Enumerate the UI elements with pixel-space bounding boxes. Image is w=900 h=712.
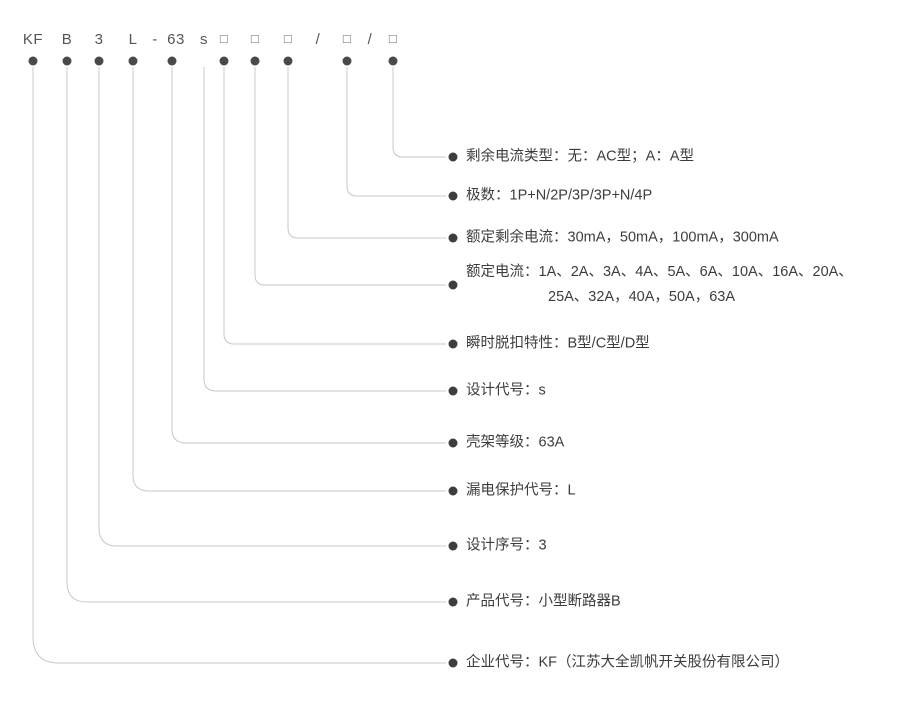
callout-label-line1: 漏电保护代号：L (466, 482, 576, 499)
callout-dot-design-code (448, 386, 458, 396)
callout-label-enterprise-code: 企业代号：KF（江苏大全凯帆开关股份有限公司） (466, 651, 789, 676)
code-char-4: - (152, 31, 158, 48)
code-node-dot-11 (342, 56, 352, 66)
callout-label-line1: 产品代号：小型断路器B (466, 593, 621, 610)
callout-label-residual-current-type: 剩余电流类型：无：AC型；A：A型 (466, 145, 694, 170)
connector-frame-rating (171, 67, 446, 444)
connector-residual-current-type (392, 67, 446, 158)
code-node-dot-5 (167, 56, 177, 66)
code-char-13: □ (388, 31, 398, 46)
code-node-dot-8 (250, 56, 260, 66)
code-node-dot-3 (128, 56, 138, 66)
callout-dot-frame-rating (448, 438, 458, 448)
callout-dot-rated-current (448, 280, 458, 290)
callout-label-line1: 剩余电流类型：无：AC型；A：A型 (466, 148, 694, 165)
connector-rated-residual-current (287, 67, 446, 239)
callout-label-design-serial-number: 设计序号：3 (466, 534, 547, 559)
connector-earth-leakage-protection-code (132, 67, 446, 492)
callout-label-line1: 设计代号：s (466, 382, 546, 399)
callout-dot-rated-residual-current (448, 233, 458, 243)
callout-dot-design-serial-number (448, 541, 458, 551)
callout-label-frame-rating: 壳架等级：63A (466, 431, 564, 456)
callout-dot-residual-current-type (448, 152, 458, 162)
callout-label-line1: 设计序号：3 (466, 537, 547, 554)
connector-design-code (203, 67, 446, 392)
callout-dot-instantaneous-trip-characteristic (448, 339, 458, 349)
code-char-10: / (315, 31, 321, 48)
connector-rated-current (254, 67, 446, 286)
code-node-dot-9 (283, 56, 293, 66)
connector-product-code (66, 67, 446, 603)
code-node-dot-7 (219, 56, 229, 66)
model-code-row: KF B 3 L-63 s □ □ □ / □ / □ (0, 0, 900, 80)
callout-dot-enterprise-code (448, 658, 458, 668)
callout-label-instantaneous-trip-characteristic: 瞬时脱扣特性：B型/C型/D型 (466, 332, 650, 357)
callout-label-line2: 25A、32A，40A，50A，63A (548, 289, 735, 305)
connector-design-serial-number (98, 67, 446, 547)
callout-label-product-code: 产品代号：小型断路器B (466, 590, 621, 615)
connector-instantaneous-trip-characteristic (223, 67, 446, 345)
code-char-6: s (200, 31, 208, 48)
callout-label-design-code: 设计代号：s (466, 379, 546, 404)
code-node-dot-13 (388, 56, 398, 66)
callout-label-line1: 极数：1P+N/2P/3P/3P+N/4P (466, 187, 653, 204)
callout-dot-product-code (448, 597, 458, 607)
code-node-dot-0 (28, 56, 38, 66)
code-char-9: □ (283, 31, 293, 46)
callout-dot-pole-number (448, 191, 458, 201)
callout-label-pole-number: 极数：1P+N/2P/3P/3P+N/4P (466, 184, 652, 209)
code-char-11: □ (342, 31, 352, 46)
code-char-8: □ (250, 31, 260, 46)
callout-label-rated-residual-current: 额定剩余电流：30mA，50mA，100mA，300mA (466, 226, 779, 251)
code-node-dot-1 (62, 56, 72, 66)
connector-pole-number (346, 67, 446, 197)
callout-label-line1: 额定电流：1A、2A、3A、4A、5A、6A、10A、16A、20A、 (466, 264, 853, 280)
callout-label-rated-current: 额定电流：1A、2A、3A、4A、5A、6A、10A、16A、20A、 25A、3… (466, 260, 853, 310)
code-char-0: KF (22, 31, 44, 48)
callout-label-line1: 额定剩余电流：30mA，50mA，100mA，300mA (466, 229, 779, 246)
callout-label-line1: 企业代号：KF（江苏大全凯帆开关股份有限公司） (466, 654, 790, 671)
code-char-5: 63 (167, 31, 185, 48)
code-char-2: 3 (94, 31, 104, 48)
code-char-1: B (61, 31, 73, 48)
callout-label-line1: 瞬时脱扣特性：B型/C型/D型 (466, 335, 650, 352)
callout-dot-earth-leakage-protection-code (448, 486, 458, 496)
connector-enterprise-code (32, 67, 446, 664)
code-char-12: / (367, 31, 373, 48)
callout-label-line1: 壳架等级：63A (466, 434, 565, 451)
code-node-dot-2 (94, 56, 104, 66)
code-char-3: L (128, 31, 138, 48)
callout-label-earth-leakage-protection-code: 漏电保护代号：L (466, 479, 576, 504)
code-char-7: □ (219, 31, 229, 46)
